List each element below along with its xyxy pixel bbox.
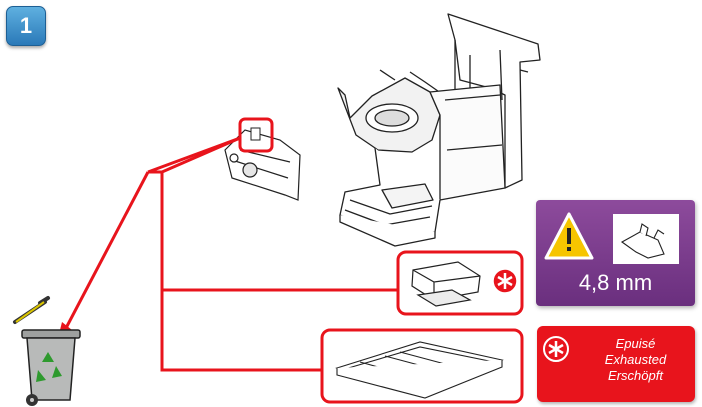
recycle-bin-drawing <box>13 296 81 406</box>
highlighted-part-box <box>238 117 274 153</box>
control-panel-drawing <box>224 129 301 201</box>
machine-frame-drawing <box>337 13 541 247</box>
gasket-asterisk-icon <box>492 268 518 294</box>
connector-lines <box>63 136 400 372</box>
red-asterisk-icon <box>543 336 569 362</box>
notice-line-de: Erschöpft <box>608 368 663 383</box>
clip-part-icon <box>620 223 665 259</box>
thickness-label: 4,8 mm <box>578 270 653 295</box>
notice-line-en: Exhausted <box>604 352 667 367</box>
notice-line-fr: Epuisé <box>615 336 656 351</box>
warning-triangle-icon <box>544 212 679 264</box>
step-number-badge: 1 <box>6 6 46 46</box>
exhausted-text: Epuisé Exhausted Erschöpft <box>578 336 693 384</box>
step-number: 1 <box>19 13 33 38</box>
